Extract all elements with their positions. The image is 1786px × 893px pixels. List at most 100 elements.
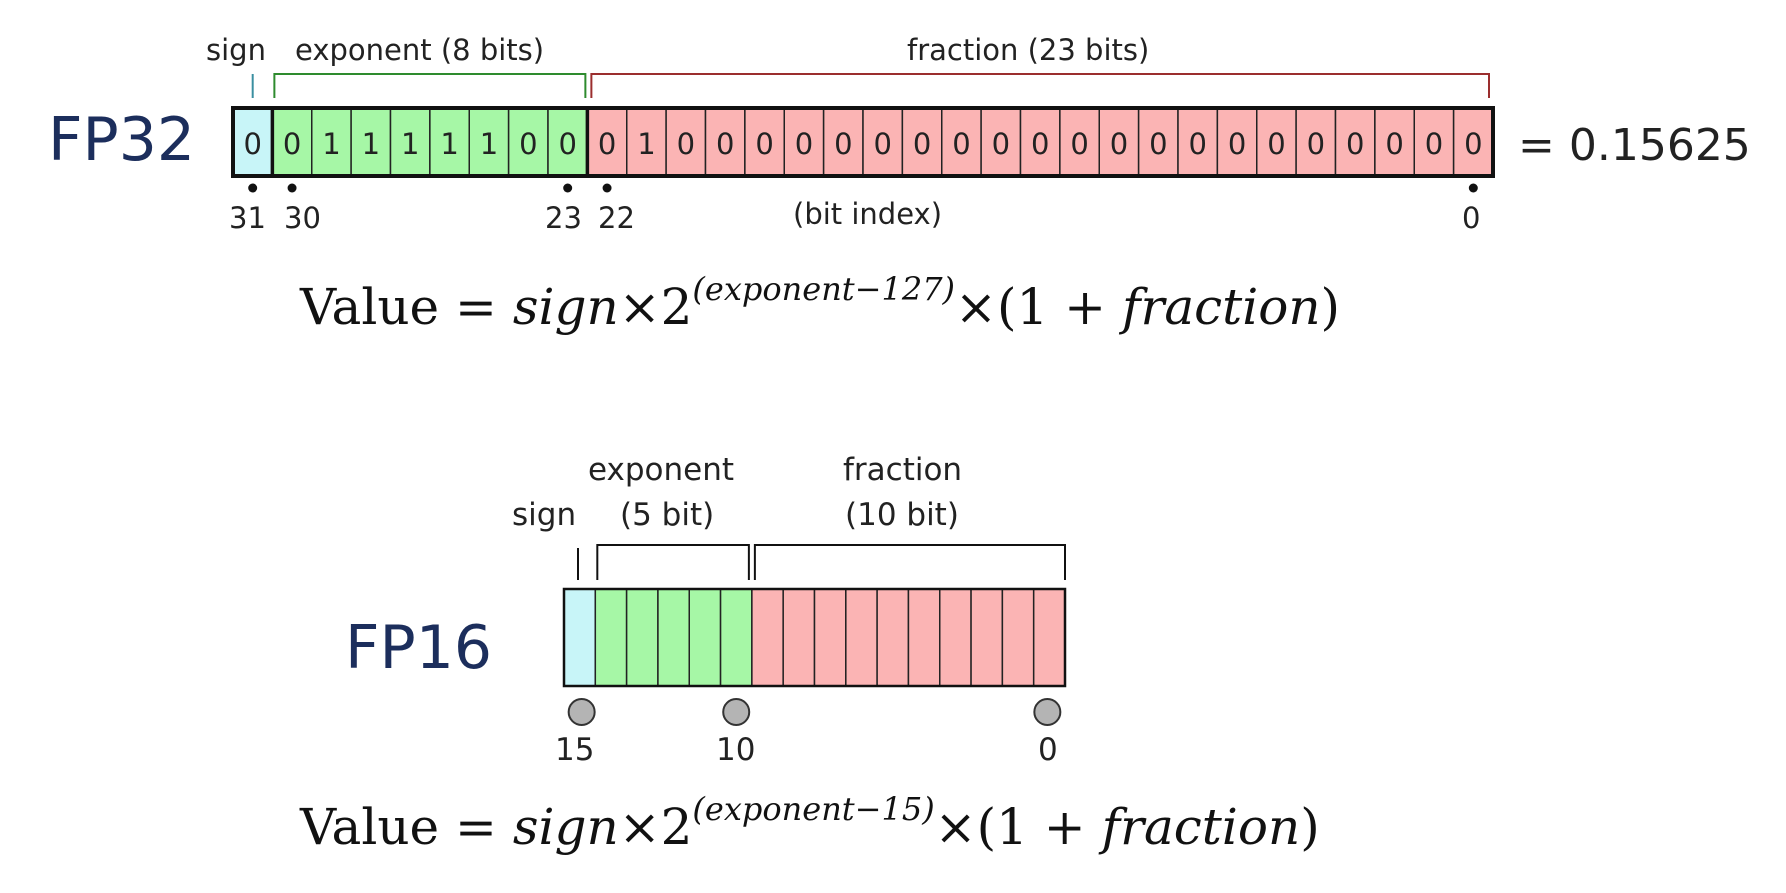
fp16-bit-cell xyxy=(970,588,1004,687)
fp16-exponent-label-line2: (5 bit) xyxy=(620,497,714,533)
fp16-bit-cell xyxy=(813,588,847,687)
fp16-bit-cell xyxy=(782,588,816,687)
fp16-formula-close: ) xyxy=(1300,798,1320,856)
fp16-formula-times2: × xyxy=(934,798,977,856)
fp32-bit-value: 0 xyxy=(834,127,852,161)
fp16-exponent-label-line1: exponent xyxy=(588,452,734,488)
fp32-formula-times: × xyxy=(618,278,661,336)
fp32-index-dot xyxy=(248,183,258,193)
fp32-bit-cell xyxy=(1334,107,1376,177)
fp32-formula-tail: (1 + xyxy=(996,278,1122,336)
fp16-bit-cell xyxy=(657,588,690,687)
fp16-formula-lhs: Value xyxy=(300,798,440,856)
fp32-bit-value: 1 xyxy=(362,127,380,161)
fp32-bit-value: 0 xyxy=(1188,127,1206,161)
fp16-index-markers xyxy=(567,698,1062,726)
fp32-formula: Value = sign×2(exponent−127)×(1 + fracti… xyxy=(300,270,1341,336)
fp16-bit-cell xyxy=(1001,588,1035,687)
fp16-outer-frame xyxy=(562,587,1067,688)
fp32-bit-value: 0 xyxy=(1346,127,1364,161)
fp32-bit-value: 1 xyxy=(480,127,498,161)
fp32-index-0: 0 xyxy=(1462,201,1480,235)
fp16-bit-cell xyxy=(625,588,659,687)
exponent-bracket xyxy=(273,73,587,98)
fp32-outer-frame xyxy=(231,106,1495,178)
fp32-field-brackets xyxy=(251,73,1490,98)
fp32-bit-value: 0 xyxy=(1031,127,1049,161)
fp16-formula-eq: = xyxy=(455,798,497,856)
fp16-bit-cell xyxy=(1032,588,1066,687)
fp32-section: FP32 sign exponent (8 bits) fraction (23… xyxy=(48,33,1751,235)
fp32-formula-close: ) xyxy=(1320,278,1341,336)
fp32-bit-cell xyxy=(1256,107,1297,177)
fp32-bit-value: 0 xyxy=(952,127,970,161)
fp32-bit-cell xyxy=(547,107,589,177)
fp32-bit-value: 0 xyxy=(558,127,576,161)
fp16-formula-base: 2 xyxy=(660,798,693,856)
fp32-index-markers xyxy=(248,183,1478,193)
fp32-formula-exponent: (exponent−127) xyxy=(692,270,956,308)
fp32-index-dot xyxy=(563,183,573,193)
fp32-bit-value: 1 xyxy=(440,127,458,161)
fp32-formula-sign: sign xyxy=(512,278,619,336)
fp32-index-dot xyxy=(1468,183,1478,193)
fp32-bit-cell xyxy=(1295,107,1337,177)
fp32-index-22: 22 xyxy=(598,201,635,235)
fp16-index-circle xyxy=(722,698,751,726)
fp32-index-30: 30 xyxy=(284,201,321,235)
fp16-formula-fraction: fraction xyxy=(1101,798,1301,856)
fraction-bracket xyxy=(590,73,1490,98)
fp32-bit-value: 0 xyxy=(1110,127,1128,161)
fp32-bit-value: 0 xyxy=(1149,127,1167,161)
fp32-bit-cell xyxy=(586,107,628,177)
fp16-field-brackets xyxy=(577,544,1066,580)
fp16-formula-times: × xyxy=(618,798,661,856)
fp16-section: FP16 sign exponent (5 bit) fraction (10 … xyxy=(345,452,1067,768)
fp16-formula: Value = sign×2(exponent−15)×(1 + fractio… xyxy=(300,790,1320,856)
fp32-bit-value: 0 xyxy=(283,127,301,161)
fp32-bit-value: 0 xyxy=(873,127,891,161)
fp32-bit-value: 0 xyxy=(716,127,734,161)
fp16-bit-cell xyxy=(688,588,722,687)
fp16-fraction-bracket xyxy=(753,544,1066,580)
fp32-index-dot xyxy=(287,183,297,193)
fp32-index-23: 23 xyxy=(545,201,582,235)
fp32-bit-cell xyxy=(626,107,667,177)
fp32-bit-value: 0 xyxy=(1070,127,1088,161)
fp32-result-value: = 0.15625 xyxy=(1518,120,1751,171)
fp32-bit-cell xyxy=(704,107,746,177)
fp16-formula-tail: (1 + xyxy=(976,798,1102,856)
fp32-formula-times2: × xyxy=(955,278,997,336)
fp32-bit-cell xyxy=(783,107,825,177)
fp32-bit-value: 1 xyxy=(322,127,340,161)
fp32-bit-value: 0 xyxy=(1464,127,1482,161)
fp16-bit-cell xyxy=(939,588,972,687)
fp32-bit-value: 0 xyxy=(1267,127,1285,161)
fp32-bit-value: 0 xyxy=(1425,127,1443,161)
fp16-index-circle xyxy=(567,698,596,726)
fp32-exponent-label: exponent (8 bits) xyxy=(295,33,544,67)
fp16-exponent-bracket xyxy=(596,544,750,580)
fp16-bit-cell xyxy=(845,588,878,687)
fp32-bit-cell xyxy=(1374,107,1415,177)
fp32-bit-cell xyxy=(1452,107,1494,177)
fp32-index-31: 31 xyxy=(229,201,266,235)
fp16-sign-label: sign xyxy=(512,497,576,533)
fp32-index-dot xyxy=(602,183,612,193)
fp32-bit-value: 0 xyxy=(795,127,813,161)
fp32-bit-value: 0 xyxy=(598,127,616,161)
fp16-index-10: 10 xyxy=(716,732,755,768)
fp32-bit-value: 0 xyxy=(992,127,1010,161)
fp16-index-circle xyxy=(1033,698,1062,726)
fp32-sign-label: sign xyxy=(206,33,266,67)
fp32-bit-value: 0 xyxy=(243,127,261,161)
fp32-formula-eq: = xyxy=(455,278,497,336)
fp32-bit-value: 0 xyxy=(913,127,931,161)
fp32-bit-value: 0 xyxy=(519,127,537,161)
fp16-bit-cell xyxy=(876,588,910,687)
fp32-format-name: FP32 xyxy=(48,105,195,175)
fp16-formula-sign: sign xyxy=(512,798,619,856)
fp16-bit-cell xyxy=(719,588,753,687)
